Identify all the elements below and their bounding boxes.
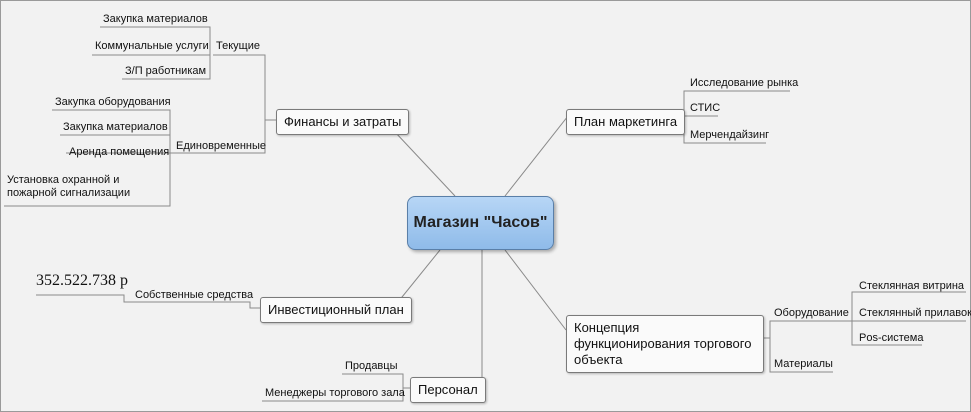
staff-node[interactable]: Персонал xyxy=(410,377,486,403)
marketing-node[interactable]: План маркетинга xyxy=(566,109,686,135)
materials-label: Материалы xyxy=(774,358,833,370)
current-item-1: Коммунальные услуги xyxy=(95,40,209,52)
investment-amount: 352.522.738 р xyxy=(36,272,128,289)
equipment-item-1: Стеклянный прилавок xyxy=(859,307,971,319)
onetime-item-3: Установка охранной и пожарной сигнализац… xyxy=(7,174,131,199)
central-node[interactable]: Магазин "Часов" xyxy=(407,196,554,250)
marketing-item-2: Мерчендайзинг xyxy=(690,129,770,141)
current-item-0: Закупка материалов xyxy=(103,13,208,25)
onetime-item-1: Закупка материалов xyxy=(63,121,168,133)
current-item-2: З/П работникам xyxy=(125,65,207,77)
own-funds-label: Собственные средства xyxy=(135,289,254,301)
marketing-item-1: СТИС xyxy=(690,102,721,114)
marketing-item-0: Исследование рынка xyxy=(690,77,799,89)
onetime-item-2: Аренда помещения xyxy=(69,146,170,158)
staff-item-0: Продавцы xyxy=(345,360,398,372)
concept-node[interactable]: Концепция функционирования торгового объ… xyxy=(566,315,764,373)
equipment-label: Оборудование xyxy=(774,307,849,319)
finance-node[interactable]: Финансы и затраты xyxy=(276,109,410,135)
equipment-item-2: Pos-система xyxy=(859,332,924,344)
equipment-item-0: Стеклянная витрина xyxy=(859,280,965,292)
current-expenses-label: Текущие xyxy=(216,40,260,52)
onetime-item-0: Закупка оборудования xyxy=(55,96,171,108)
onetime-expenses-label: Единовременные xyxy=(176,140,267,152)
staff-item-1: Менеджеры торгового зала xyxy=(265,387,405,399)
investment-node[interactable]: Инвестиционный план xyxy=(260,297,412,323)
